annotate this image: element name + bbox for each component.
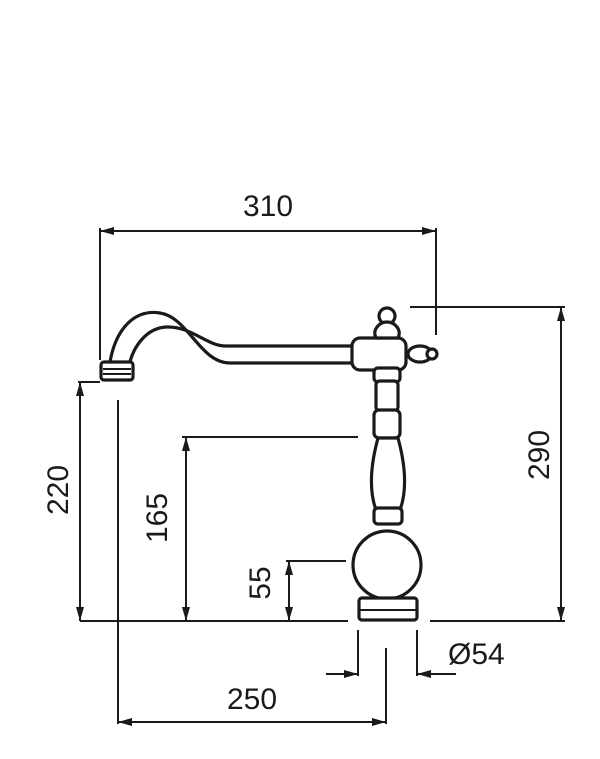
lever-knob	[351, 529, 423, 601]
label-165: 165	[141, 493, 174, 543]
dimension-labels: 310 290 220 165 55 250 Ø54	[42, 190, 556, 716]
column-vase	[369, 436, 407, 512]
label-250: 250	[227, 683, 277, 716]
label-diameter-54: Ø54	[448, 638, 505, 671]
dimension-lines	[76, 227, 565, 726]
aerator	[99, 360, 135, 382]
cross-collar	[350, 336, 408, 372]
label-290: 290	[523, 430, 556, 480]
faucet-outline	[99, 306, 439, 622]
spout-inner	[127, 325, 354, 367]
label-220: 220	[42, 465, 75, 515]
label-310: 310	[243, 190, 293, 223]
spout	[108, 310, 358, 365]
label-55: 55	[244, 566, 277, 599]
extension-lines	[78, 228, 565, 724]
